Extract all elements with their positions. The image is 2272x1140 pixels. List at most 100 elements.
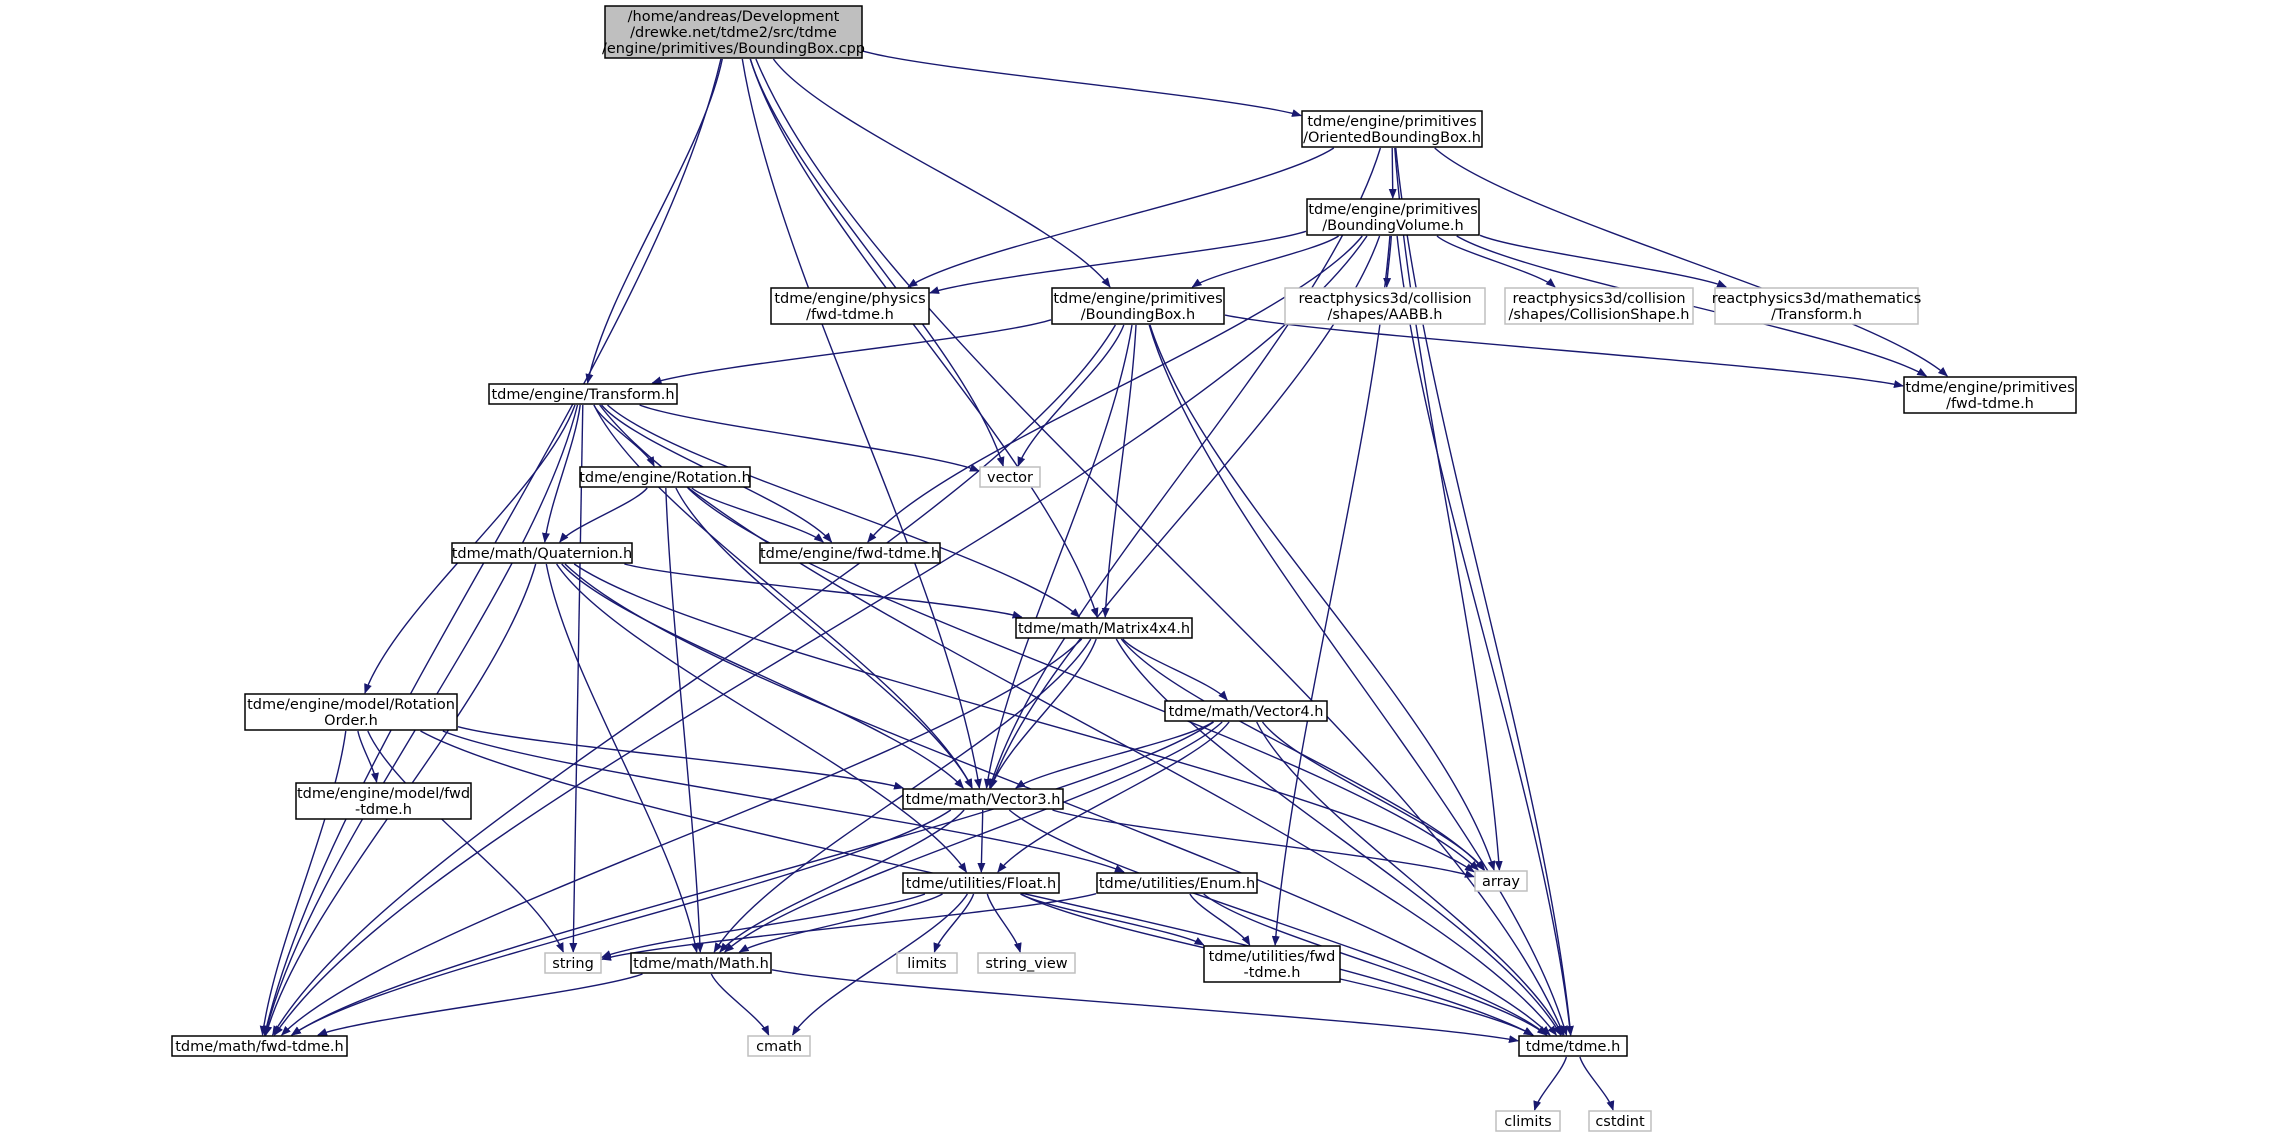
edge-bv-to-rtrans [1479,234,1728,288]
node-float[interactable]: tdme/utilities/Float.h [902,872,1060,894]
node-label-line: tdme/engine/fwd-tdme.h [760,546,940,562]
node-label-line: Order.h [324,713,378,729]
node-label-line: /engine/primitives/BoundingBox.cpp [602,41,865,57]
node-box [295,782,472,820]
node-aabb: reactphysics3d/collision/shapes/AABB.h [1284,287,1486,325]
node-phys[interactable]: tdme/engine/physics/fwd-tdme.h [770,287,930,325]
node-label-line: tdme/math/fwd-tdme.h [175,1039,343,1055]
edge-v4-to-v3 [1015,721,1214,789]
node-obb[interactable]: tdme/engine/primitives/OrientedBoundingB… [1301,110,1483,148]
edge-math-to-mathfwd [317,973,643,1036]
edge-rot-to-quat [559,487,648,543]
edge-rorder-to-string [367,730,564,953]
edge-rot-to-math [665,487,704,953]
node-box [451,542,633,564]
node-box [896,952,958,974]
node-box [544,952,602,974]
edge-math-to-cmath [710,973,770,1036]
node-rot[interactable]: tdme/engine/Rotation.h [579,466,751,488]
node-label-line: tdme/tdme.h [1526,1039,1621,1055]
edge-v4-to-array [1261,721,1486,871]
edge-v3-to-tdme [1008,809,1548,1036]
node-label-line: tdme/engine/primitives [1307,114,1476,130]
edge-rot-to-v3 [675,487,973,789]
edge-float-to-math [738,893,943,953]
edge-float-to-string [601,893,926,958]
node-quat[interactable]: tdme/math/Quaternion.h [451,542,633,564]
node-bbh[interactable]: tdme/engine/primitives/BoundingBox.h [1051,287,1225,325]
node-box [1495,1110,1561,1132]
edge-bbh-to-mat [1101,324,1137,618]
node-label-line: tdme/engine/primitives [1308,202,1477,218]
edge-trans-to-mat [607,404,1081,618]
node-label-line: tdme/engine/Rotation.h [579,470,751,486]
node-utilfwd[interactable]: tdme/utilities/fwd-tdme.h [1203,945,1341,983]
node-label-line: cmath [756,1039,802,1055]
edge-rorder-to-modfwd [357,730,379,783]
dependency-nodes: /home/andreas/Development/drewke.net/tdm… [171,5,2077,1132]
edge-float-to-cmath [792,893,968,1036]
edge-bbh-to-array [1149,324,1496,871]
node-box [488,383,678,405]
node-box [244,693,458,731]
edge-trans-to-vector [639,404,980,472]
edge-mat-to-tdme [1115,638,1562,1036]
node-modfwd[interactable]: tdme/engine/model/fwd-tdme.h [295,782,472,820]
node-label-line: /BoundingVolume.h [1322,218,1463,234]
node-label-line: /shapes/CollisionShape.h [1508,307,1689,323]
node-vector: vector [979,466,1041,488]
node-mat[interactable]: tdme/math/Matrix4x4.h [1015,617,1193,639]
dependency-edges [259,50,1949,1111]
node-v4[interactable]: tdme/math/Vector4.h [1164,700,1328,722]
node-box [747,1035,811,1057]
node-cstdint: cstdint [1588,1110,1652,1132]
edge-float-to-utilfwd [1020,893,1205,946]
edge-quat-to-array [573,563,1475,873]
node-climits: climits [1495,1110,1561,1132]
node-box [1474,870,1528,892]
edge-rorder-to-enum [442,730,1125,873]
node-label-line: -tdme.h [355,802,412,818]
node-math[interactable]: tdme/math/Math.h [630,952,772,974]
node-label-line: tdme/engine/primitives [1053,291,1222,307]
node-tdme[interactable]: tdme/tdme.h [1518,1035,1628,1057]
edge-rorder-to-v3 [457,726,905,790]
node-label-line: reactphysics3d/mathematics [1712,291,1922,307]
edge-v3-to-float [977,809,986,873]
node-enum[interactable]: tdme/utilities/Enum.h [1096,872,1258,894]
node-primfwd[interactable]: tdme/engine/primitives/fwd-tdme.h [1903,376,2077,414]
edge-trans-to-v3 [593,404,973,789]
node-box [902,788,1064,810]
node-label-line: tdme/engine/model/fwd [297,786,470,802]
edge-bbh-to-tdme [1148,324,1568,1036]
node-cshape: reactphysics3d/collision/shapes/Collisio… [1504,287,1694,325]
edge-enum-to-utilfwd [1189,893,1251,946]
edge-root-to-bbh [772,58,1111,288]
node-box [902,872,1060,894]
edge-trans-to-tdme [599,404,1557,1036]
edge-quat-to-float [556,563,967,873]
edge-rot-to-engfwd [691,487,824,543]
node-label-line: tdme/engine/primitives [1905,380,2074,396]
node-label-line: /OrientedBoundingBox.h [1303,130,1481,146]
node-trans[interactable]: tdme/engine/Transform.h [488,383,678,405]
node-label-line: tdme/engine/model/Rotation [247,697,455,713]
node-label-line: tdme/engine/physics [774,291,925,307]
node-label-line: tdme/utilities/Enum.h [1099,876,1255,892]
node-box [979,466,1041,488]
node-bv[interactable]: tdme/engine/primitives/BoundingVolume.h [1306,198,1480,236]
node-label-line: reactphysics3d/collision [1298,291,1471,307]
edge-obb-to-bv [1388,147,1397,199]
node-engfwd[interactable]: tdme/engine/fwd-tdme.h [759,542,941,564]
edge-bv-to-cshape [1436,235,1556,288]
node-box [1714,287,1919,325]
node-root[interactable]: /home/andreas/Development/drewke.net/tdm… [602,5,865,59]
node-box [630,952,772,974]
node-v3[interactable]: tdme/math/Vector3.h [902,788,1064,810]
node-label-line: vector [987,470,1033,486]
edge-root-to-mat [749,58,1099,618]
edge-mat-to-v4 [1122,638,1228,701]
node-mathfwd[interactable]: tdme/math/fwd-tdme.h [171,1035,348,1057]
edge-trans-to-rot [593,404,655,467]
